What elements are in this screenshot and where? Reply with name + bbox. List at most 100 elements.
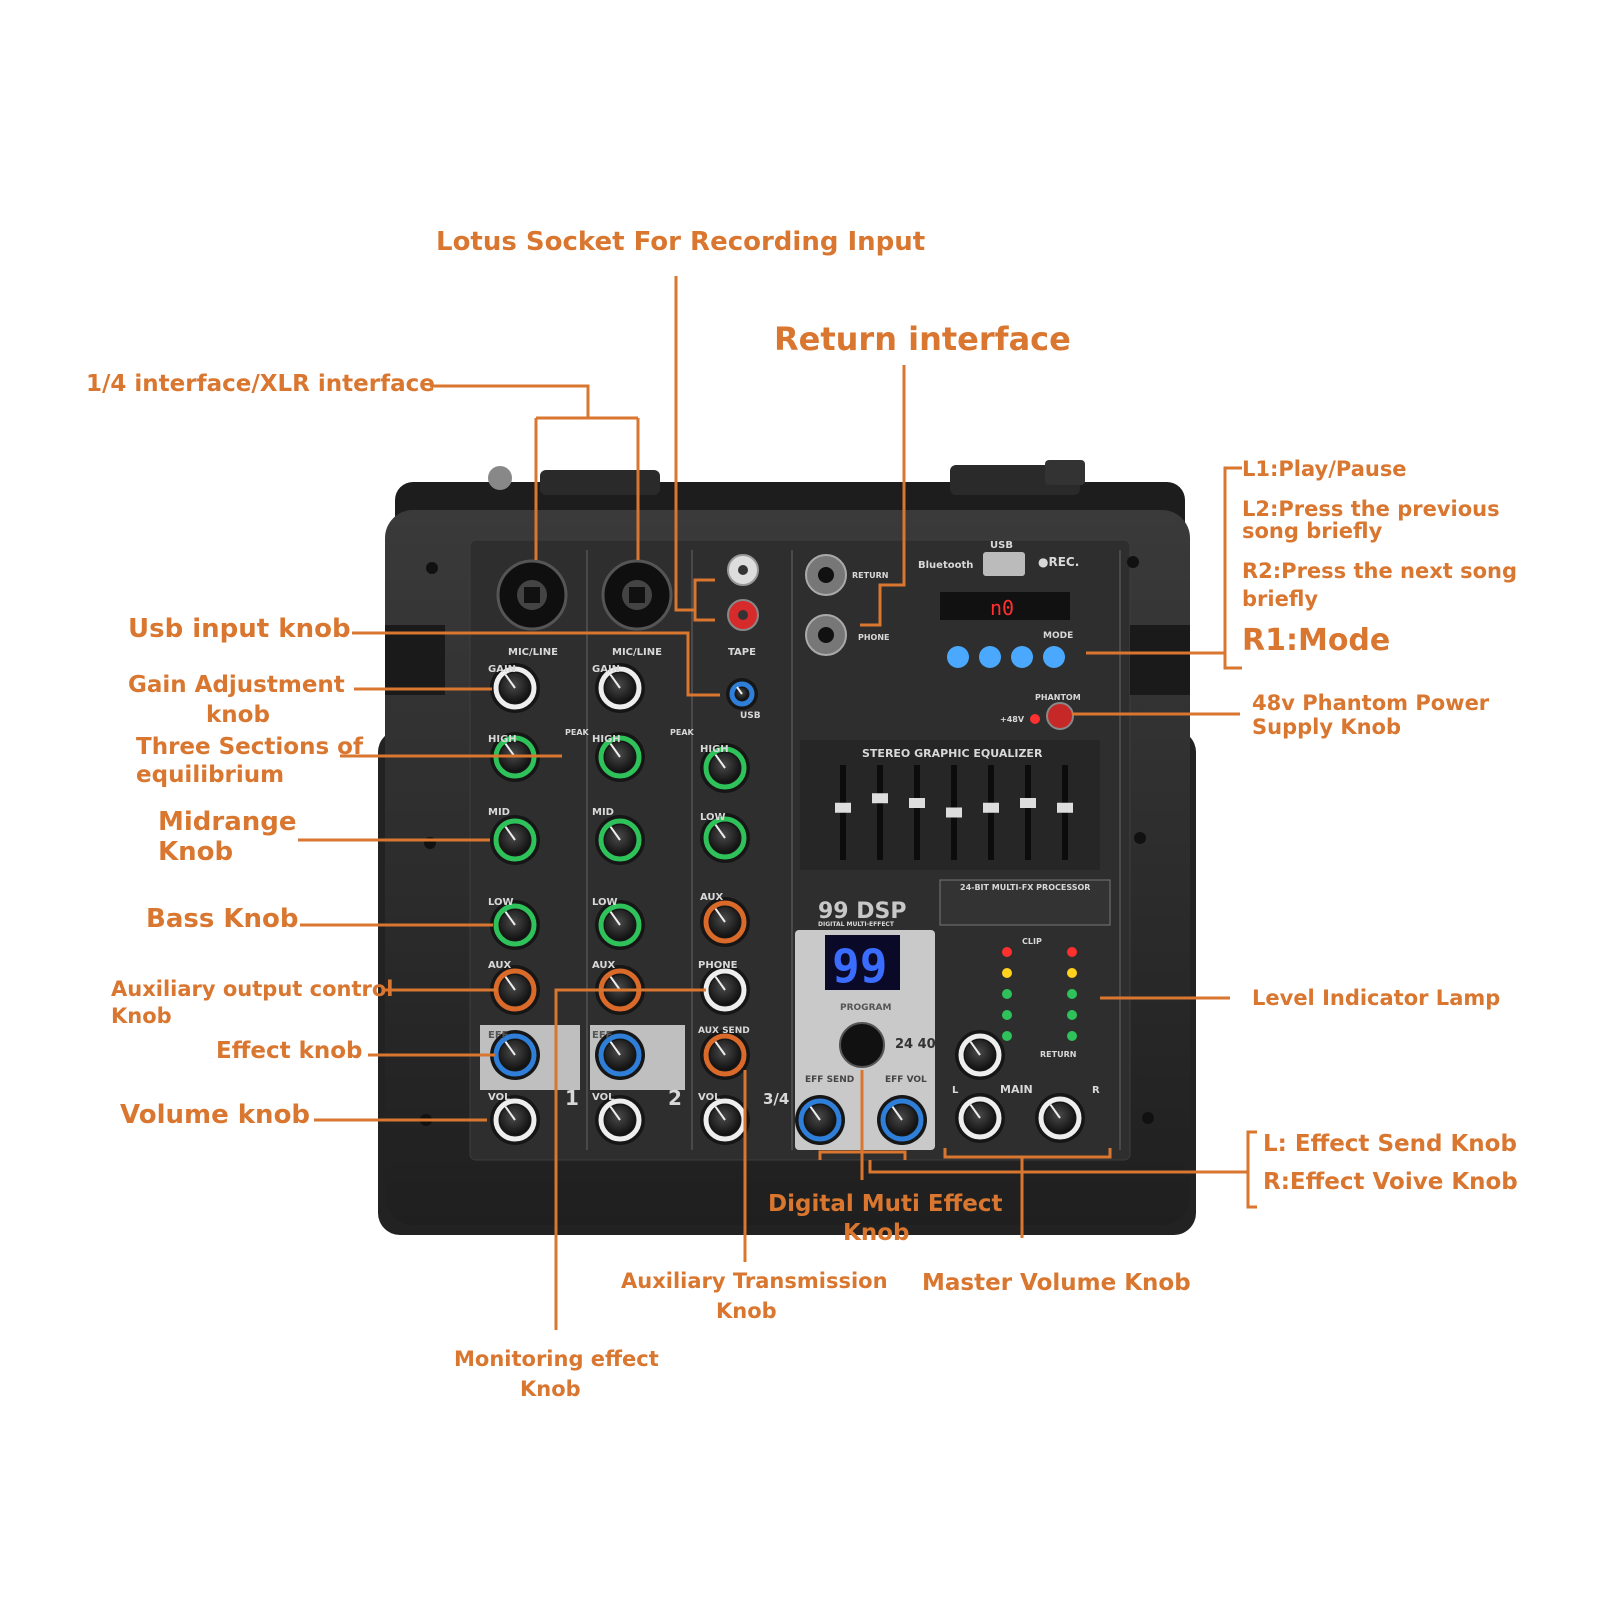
- high-label-3: HIGH: [700, 744, 729, 755]
- eq-slider-7[interactable]: [1057, 765, 1073, 860]
- label-three-sections-2: equilibrium: [136, 762, 285, 788]
- mp3-display-panel: [940, 592, 1070, 620]
- phantom-led: [1030, 714, 1040, 724]
- label-gain-2: knob: [206, 702, 270, 728]
- eff-vol-label: EFF VOL: [885, 1075, 927, 1085]
- tape-label: TAPE: [728, 647, 756, 658]
- return-knob[interactable]: [955, 1030, 1005, 1080]
- eff-label-1: EFF: [488, 1030, 509, 1041]
- peak-label-2: PEAK: [670, 728, 695, 737]
- peak-label-1: PEAK: [565, 728, 590, 737]
- aux-knob-3[interactable]: [700, 897, 750, 947]
- xlr-jack-2: [601, 559, 673, 631]
- xlr-jack-1: [496, 559, 568, 631]
- high-knob-2[interactable]: [595, 732, 645, 782]
- return-label: RETURN: [1040, 1050, 1076, 1059]
- label-master-volume: Master Volume Knob: [922, 1270, 1191, 1296]
- eff-send-label: EFF SEND: [805, 1075, 854, 1085]
- phone-knob[interactable]: [700, 965, 750, 1015]
- aux-send-knob[interactable]: [700, 1030, 750, 1080]
- main-r-knob[interactable]: [1035, 1093, 1085, 1143]
- label-digital-effect-2: Knob: [843, 1220, 910, 1246]
- vol-label-1: VOL: [488, 1092, 511, 1103]
- level-led-l-4: [1002, 1010, 1012, 1020]
- low-label-1: LOW: [488, 897, 514, 908]
- low-knob-3[interactable]: [700, 813, 750, 863]
- label-usb-input-knob: Usb input knob: [128, 614, 351, 644]
- mid-knob-2[interactable]: [595, 815, 645, 865]
- program-knob: [839, 1022, 885, 1068]
- rec-label: ●REC.: [1038, 555, 1079, 569]
- usb-knob-label: USB: [740, 711, 761, 721]
- high-knob-3[interactable]: [700, 743, 750, 793]
- mp3-display: n0: [990, 596, 1014, 620]
- level-led-r-2: [1067, 968, 1077, 978]
- fx-list: [939, 879, 1111, 926]
- main-r-label: R: [1092, 1085, 1100, 1096]
- high-label-2: HIGH: [592, 734, 621, 745]
- channel-number-34: 3/4: [763, 1090, 789, 1108]
- label-xlr-interface: 1/4 interface/XLR interface: [86, 371, 435, 397]
- usb-input-knob[interactable]: [726, 678, 758, 710]
- level-led-l-1: [1002, 947, 1012, 957]
- eff-knob-1[interactable]: [490, 1030, 540, 1080]
- label-monitoring-1: Monitoring effect: [454, 1347, 659, 1371]
- label-effect-send: L: Effect Send Knob: [1263, 1131, 1517, 1157]
- gain-label-1: GAIN: [488, 664, 516, 675]
- vol-label-3: VOL: [698, 1092, 721, 1103]
- label-phantom-2: Supply Knob: [1252, 715, 1402, 739]
- eff-label-2: EFF: [592, 1030, 613, 1041]
- label-aux-output-1: Auxiliary output control: [111, 977, 394, 1001]
- label-r1: R1:Mode: [1242, 623, 1391, 658]
- level-led-l-3: [1002, 989, 1012, 999]
- label-aux-transmission-2: Knob: [716, 1299, 777, 1323]
- aux-knob-1[interactable]: [490, 965, 540, 1015]
- label-gain-1: Gain Adjustment: [128, 672, 345, 698]
- label-level-lamp: Level Indicator Lamp: [1252, 986, 1501, 1010]
- program-display: 99: [832, 939, 887, 993]
- dsp-display-panel: [825, 935, 900, 990]
- aux-label-3: AUX: [700, 892, 724, 903]
- mic-line-label-1: MIC/LINE: [508, 647, 558, 658]
- main-l-knob[interactable]: [955, 1093, 1005, 1143]
- plus48v-label: +48V: [1000, 715, 1025, 724]
- dsp-sub: DIGITAL MULTI-EFFECT: [818, 921, 895, 928]
- low-label-2: LOW: [592, 897, 618, 908]
- label-lotus-socket: Lotus Socket For Recording Input: [436, 227, 926, 257]
- return-jack-label: RETURN: [852, 571, 888, 580]
- label-midrange-2: Knob: [158, 837, 234, 867]
- eq-slider-5[interactable]: [983, 765, 999, 860]
- eff-vol-knob[interactable]: [877, 1095, 927, 1145]
- clip-label: CLIP: [1022, 937, 1042, 946]
- aux-knob-2[interactable]: [595, 965, 645, 1015]
- mid-knob-1[interactable]: [490, 815, 540, 865]
- mic-line-label-2: MIC/LINE: [612, 647, 662, 658]
- phone-jack-label: PHONE: [858, 633, 890, 642]
- low-knob-1[interactable]: [490, 900, 540, 950]
- label-volume-knob: Volume knob: [120, 1100, 311, 1130]
- mode-label: MODE: [1043, 631, 1073, 641]
- label-aux-output-2: Knob: [111, 1004, 172, 1028]
- level-led-l-2: [1002, 968, 1012, 978]
- label-phantom-1: 48v Phantom Power: [1252, 691, 1490, 715]
- label-r2-1: R2:Press the next song: [1242, 559, 1518, 583]
- main-l-label: L: [952, 1085, 959, 1096]
- level-led-r-3: [1067, 989, 1077, 999]
- eq-slider-4[interactable]: [946, 765, 962, 860]
- phantom-button: [1046, 702, 1074, 730]
- channel-number-1: 1: [565, 1086, 579, 1110]
- level-led-l-5: [1002, 1031, 1012, 1041]
- eq-slider-2[interactable]: [872, 765, 888, 860]
- label-bass-knob: Bass Knob: [146, 904, 299, 934]
- level-led-r-5: [1067, 1031, 1077, 1041]
- channel-number-2: 2: [668, 1086, 682, 1110]
- eq-slider-1[interactable]: [835, 765, 851, 860]
- label-effect-voice: R:Effect Voive Knob: [1263, 1169, 1518, 1195]
- vol-knob-1[interactable]: [490, 1095, 540, 1145]
- low-knob-2[interactable]: [595, 900, 645, 950]
- eq-slider-6[interactable]: [1020, 765, 1036, 860]
- eq-slider-3[interactable]: [909, 765, 925, 860]
- eff-send-knob[interactable]: [795, 1095, 845, 1145]
- label-l2-2: song briefly: [1242, 519, 1383, 543]
- phantom-label: PHANTOM: [1035, 693, 1081, 702]
